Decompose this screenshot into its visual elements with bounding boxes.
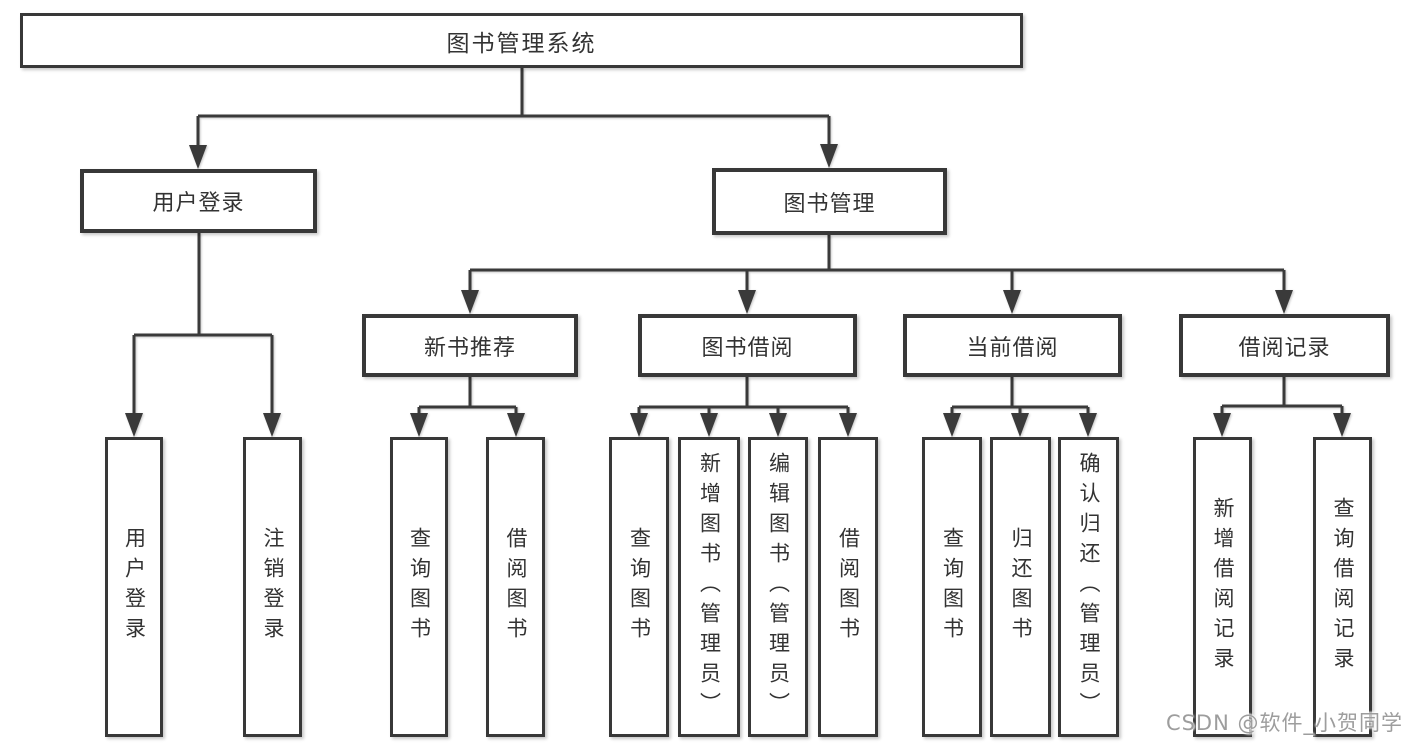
leaf-borrow-books-recommend-label: 借阅图书 bbox=[504, 527, 528, 647]
node-current-borrow: 当前借阅 bbox=[903, 314, 1122, 377]
node-root: 图书管理系统 bbox=[20, 13, 1023, 68]
node-current-borrow-label: 当前借阅 bbox=[966, 335, 1059, 361]
leaf-query-borrow-record-label: 查询借阅记录 bbox=[1331, 497, 1355, 677]
node-new-book-recommend: 新书推荐 bbox=[362, 314, 578, 377]
leaf-confirm-return-admin-label: 确认归还（管理员） bbox=[1077, 452, 1101, 722]
leaf-borrow-books-recommend: 借阅图书 bbox=[486, 437, 545, 737]
leaf-query-books-recommend: 查询图书 bbox=[390, 437, 448, 737]
node-new-book-recommend-label: 新书推荐 bbox=[423, 335, 516, 361]
leaf-user-login-label: 用户登录 bbox=[122, 527, 147, 647]
connector-current-borrow-children bbox=[943, 377, 1097, 437]
node-book-borrow-label: 图书借阅 bbox=[701, 335, 794, 361]
leaf-query-books-borrow-label: 查询图书 bbox=[627, 527, 652, 647]
leaf-add-borrow-record: 新增借阅记录 bbox=[1193, 437, 1252, 737]
leaf-edit-books-admin: 编辑图书（管理员） bbox=[748, 437, 808, 737]
leaf-edit-books-admin-label: 编辑图书（管理员） bbox=[766, 452, 791, 722]
connector-root-to-level2 bbox=[189, 68, 838, 169]
node-user-login: 用户登录 bbox=[80, 169, 317, 233]
leaf-add-books-admin: 新增图书（管理员） bbox=[678, 437, 740, 737]
node-root-label: 图书管理系统 bbox=[446, 30, 597, 57]
connector-borrow-records-children bbox=[1213, 377, 1351, 437]
leaf-borrow-books: 借阅图书 bbox=[818, 437, 878, 737]
csdn-watermark: CSDN @软件_小贺同学 bbox=[1165, 711, 1403, 735]
node-book-mgmt-label: 图书管理 bbox=[783, 191, 876, 217]
leaf-add-books-admin-label: 新增图书（管理员） bbox=[697, 452, 722, 722]
leaf-query-borrow-record: 查询借阅记录 bbox=[1313, 437, 1372, 737]
leaf-confirm-return-admin: 确认归还（管理员） bbox=[1058, 437, 1119, 737]
leaf-query-books-current: 查询图书 bbox=[922, 437, 982, 737]
leaf-query-books-current-label: 查询图书 bbox=[940, 527, 965, 647]
connector-book-borrow-children bbox=[630, 377, 857, 437]
node-book-borrow: 图书借阅 bbox=[638, 314, 857, 377]
leaf-borrow-books-label: 借阅图书 bbox=[836, 527, 861, 647]
node-book-mgmt: 图书管理 bbox=[712, 168, 947, 235]
leaf-logout: 注销登录 bbox=[243, 437, 302, 737]
leaf-return-books: 归还图书 bbox=[990, 437, 1051, 737]
leaf-return-books-label: 归还图书 bbox=[1009, 527, 1033, 647]
node-borrow-records: 借阅记录 bbox=[1179, 314, 1390, 377]
connector-book-mgmt-to-level3 bbox=[461, 235, 1293, 314]
leaf-logout-label: 注销登录 bbox=[261, 527, 285, 647]
node-user-login-label: 用户登录 bbox=[152, 191, 245, 216]
connector-new-book-children bbox=[410, 377, 525, 437]
leaf-add-borrow-record-label: 新增借阅记录 bbox=[1211, 497, 1235, 677]
connector-user-login-children bbox=[125, 233, 281, 437]
leaf-user-login: 用户登录 bbox=[105, 437, 163, 737]
leaf-query-books-borrow: 查询图书 bbox=[609, 437, 669, 737]
leaf-query-books-recommend-label: 查询图书 bbox=[407, 527, 432, 647]
node-borrow-records-label: 借阅记录 bbox=[1238, 335, 1331, 361]
